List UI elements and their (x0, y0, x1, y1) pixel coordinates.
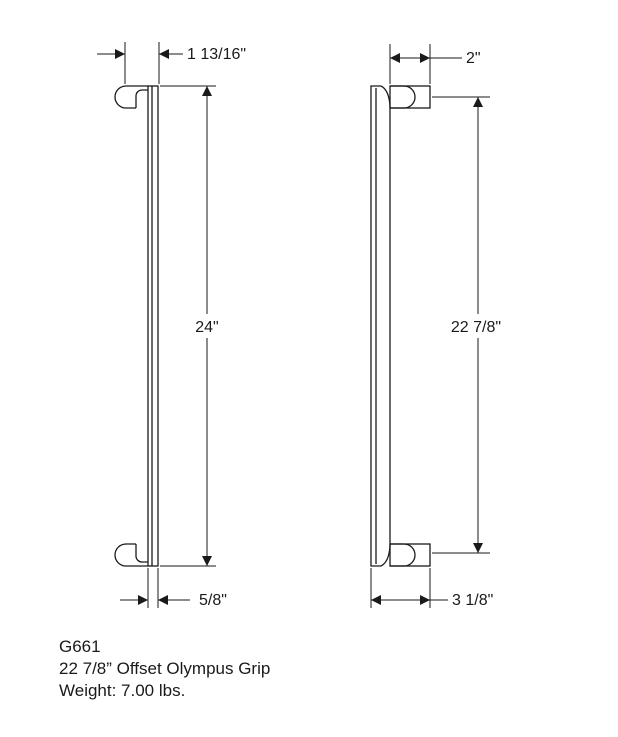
dimension-left-top (97, 42, 183, 84)
dimension-label-right-bottom: 3 1/8" (452, 592, 493, 609)
product-name: 22 7/8” Offset Olympus Grip (59, 659, 271, 678)
top-standoff-rounded (390, 85, 416, 109)
dimension-right-bottom (370, 568, 448, 608)
dimension-label-right-height: 22 7/8" (451, 319, 501, 336)
dimension-label-left-bottom: 5/8" (199, 592, 227, 609)
bottom-post-front (114, 543, 148, 567)
grip-bar-front (147, 85, 159, 567)
top-post-inner (135, 89, 148, 108)
side-view (370, 85, 431, 567)
top-standoff (389, 85, 431, 109)
grip-bar-side (370, 85, 381, 567)
product-weight: Weight: 7.00 lbs. (59, 681, 186, 700)
dimension-right-top (389, 44, 462, 84)
dimension-label-left-height: 24" (195, 319, 218, 336)
front-view (114, 85, 159, 567)
bottom-standoff-rounded (390, 543, 416, 567)
dimension-left-bottom (120, 568, 190, 608)
grip-bar-side-back (380, 85, 391, 567)
dimension-left-height (160, 85, 216, 567)
dimension-label-right-top: 2" (466, 50, 481, 67)
bottom-standoff (389, 543, 431, 567)
bottom-post-inner (135, 544, 148, 563)
dimension-label-left-top: 1 13/16" (187, 46, 246, 63)
model-number: G661 (59, 637, 101, 656)
top-post-front (114, 85, 148, 109)
dimension-right-height (432, 96, 490, 554)
